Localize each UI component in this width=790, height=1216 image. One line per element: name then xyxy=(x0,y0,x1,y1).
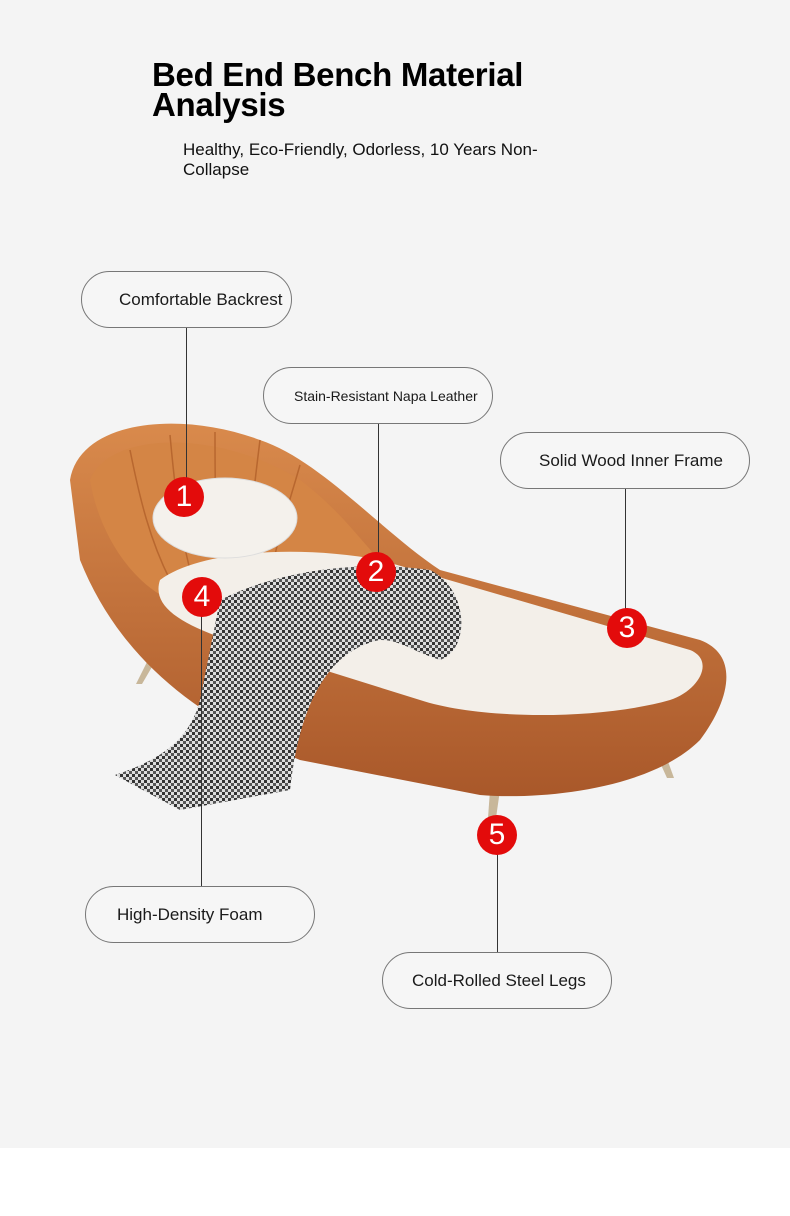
leader-line-3 xyxy=(625,478,626,628)
callout-napa-leather: Stain-Resistant Napa Leather xyxy=(263,367,493,424)
leader-line-1 xyxy=(186,318,187,498)
callout-wood-frame: Solid Wood Inner Frame xyxy=(500,432,750,489)
leader-line-5 xyxy=(497,835,498,953)
page-title: Bed End Bench Material Analysis xyxy=(152,56,524,123)
leader-line-4 xyxy=(201,598,202,888)
marker-3: 3 xyxy=(607,608,647,648)
leader-line-2 xyxy=(378,414,379,572)
callout-label: Cold-Rolled Steel Legs xyxy=(412,970,586,990)
callout-label: Solid Wood Inner Frame xyxy=(539,450,723,470)
callout-high-density-foam: High-Density Foam xyxy=(85,886,315,943)
callout-comfortable-backrest: Comfortable Backrest xyxy=(81,271,292,328)
callout-label: High-Density Foam xyxy=(117,904,263,924)
callout-label: Stain-Resistant Napa Leather xyxy=(294,387,478,404)
marker-5: 5 xyxy=(477,815,517,855)
marker-4: 4 xyxy=(182,577,222,617)
page-subtitle: Healthy, Eco-Friendly, Odorless, 10 Year… xyxy=(183,140,538,179)
marker-2: 2 xyxy=(356,552,396,592)
callout-steel-legs: Cold-Rolled Steel Legs xyxy=(382,952,612,1009)
callout-label: Comfortable Backrest xyxy=(119,289,283,309)
marker-1: 1 xyxy=(164,477,204,517)
